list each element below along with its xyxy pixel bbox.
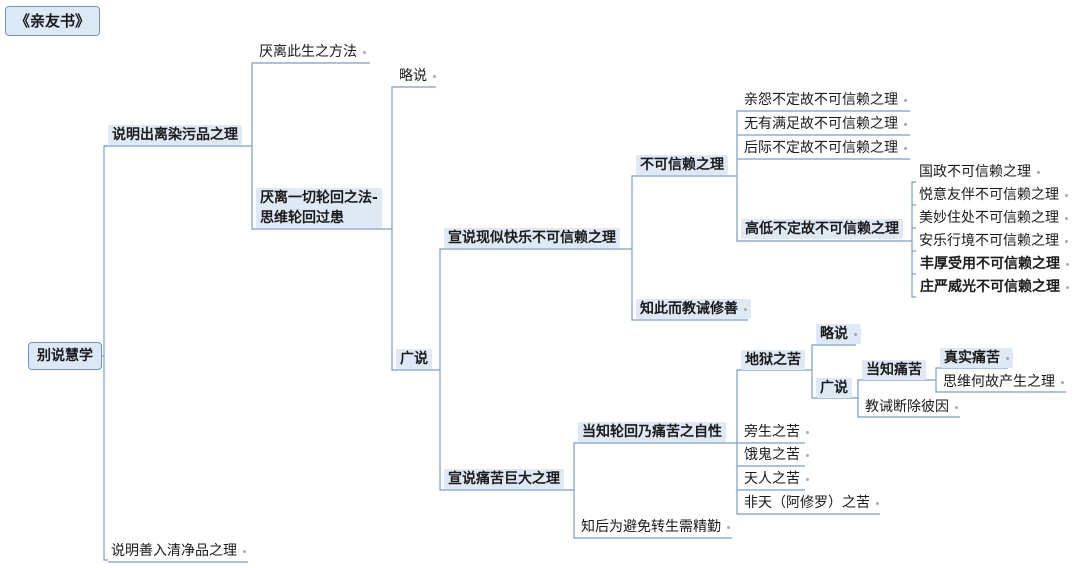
node-l3-brief[interactable]: 略说 (396, 66, 439, 86)
node-label: 广说 (820, 380, 848, 396)
node-l3-detail[interactable]: 广说 (396, 349, 432, 369)
node-label: 悦意友伴不可信赖之理 (919, 187, 1059, 203)
node-l2-this-life[interactable]: 厌离此生之方法 (256, 42, 369, 62)
node-realm-animal[interactable]: 旁生之苦 (741, 422, 812, 442)
node-label: 后际不定故不可信赖之理 (744, 140, 898, 156)
collapse-dot-icon (243, 549, 246, 553)
node-label: 国政不可信赖之理 (919, 164, 1031, 180)
node-l7-dwelling[interactable]: 美妙住处不可信赖之理 (916, 208, 1071, 228)
node-label: 不可信赖之理 (640, 157, 724, 173)
collapse-dot-icon (854, 332, 857, 336)
node-label: 教诫断除彼因 (865, 399, 949, 415)
node-realm-god[interactable]: 天人之苦 (741, 469, 812, 489)
collapse-dot-icon (955, 405, 958, 409)
collapse-dot-icon (1066, 285, 1069, 289)
node-label: 安乐行境不可信赖之理 (919, 233, 1059, 249)
node-label: 美妙住处不可信赖之理 (919, 210, 1059, 226)
node-label: 亲怨不定故不可信赖之理 (744, 92, 898, 108)
node-label: 庄严威光不可信赖之理 (920, 279, 1060, 295)
node-label: 知此而教诫修善 (640, 301, 738, 317)
node-label: 非天（阿修罗）之苦 (744, 495, 870, 511)
node-l7-state[interactable]: 国政不可信赖之理 (916, 162, 1043, 182)
node-label: 说明出离染污品之理 (112, 127, 238, 143)
node-hell-cut[interactable]: 教诫断除彼因 (862, 397, 961, 417)
node-l6-high-low[interactable]: 高低不定故不可信赖之理 (741, 219, 903, 239)
collapse-dot-icon (806, 477, 809, 481)
node-label: 厌离一切轮回之法- (260, 190, 378, 206)
node-hell-detail[interactable]: 广说 (816, 378, 852, 398)
node-realm-ghost[interactable]: 饿鬼之苦 (741, 445, 812, 465)
node-l7-splendor[interactable]: 庄严威光不可信赖之理 (916, 277, 1073, 297)
node-label: 思维何故产生之理 (943, 374, 1055, 390)
node-label: 地狱之苦 (745, 352, 801, 368)
node-label: 真实痛苦 (944, 350, 1000, 366)
collapse-dot-icon (1065, 216, 1068, 220)
root-node[interactable]: 别说慧学 (28, 342, 102, 370)
collapse-dot-icon (1006, 356, 1009, 360)
node-l6-friend-foe[interactable]: 亲怨不定故不可信赖之理 (741, 90, 910, 110)
collapse-dot-icon (1065, 193, 1068, 197)
collapse-dot-icon (1037, 170, 1040, 174)
node-label: 厌离此生之方法 (259, 44, 357, 60)
collapse-dot-icon (744, 307, 747, 311)
collapse-dot-icon (727, 525, 730, 529)
node-label: 说明善入清净品之理 (111, 543, 237, 559)
node-hell-think[interactable]: 思维何故产生之理 (940, 372, 1067, 392)
node-label: 天人之苦 (744, 471, 800, 487)
collapse-dot-icon (363, 50, 366, 54)
collapse-dot-icon (433, 74, 436, 78)
node-l6-insatiable[interactable]: 无有满足故不可信赖之理 (741, 114, 910, 134)
node-realm-asura[interactable]: 非天（阿修罗）之苦 (741, 493, 882, 513)
node-hell[interactable]: 地狱之苦 (741, 350, 805, 370)
node-l4-pleasure[interactable]: 宣说现似快乐不可信赖之理 (444, 228, 620, 248)
collapse-dot-icon (904, 122, 907, 126)
node-label: 当知痛苦 (866, 362, 922, 378)
node-label: 饿鬼之苦 (744, 447, 800, 463)
node-l7-objects[interactable]: 安乐行境不可信赖之理 (916, 231, 1071, 251)
node-label-line2: 思维轮回过患 (260, 210, 344, 226)
collapse-dot-icon (1066, 262, 1069, 266)
node-label: 略说 (399, 68, 427, 84)
node-l6-afterlife[interactable]: 后际不定故不可信赖之理 (741, 138, 910, 158)
node-hell-know[interactable]: 当知痛苦 (862, 360, 926, 380)
node-label: 知后为避免转生需精勤 (581, 519, 721, 535)
collapse-dot-icon (904, 146, 907, 150)
node-label: 当知轮回乃痛苦之自性 (582, 424, 722, 440)
collapse-dot-icon (806, 430, 809, 434)
node-l7-companions[interactable]: 悦意友伴不可信赖之理 (916, 185, 1071, 205)
node-l2-samsara[interactable]: 厌离一切轮回之法- 思维轮回过患 (256, 188, 382, 228)
node-label: 高低不定故不可信赖之理 (745, 221, 899, 237)
node-l7-wealth[interactable]: 丰厚受用不可信赖之理 (916, 254, 1073, 274)
node-label: 旁生之苦 (744, 424, 800, 440)
node-l1-defiled[interactable]: 说明出离染污品之理 (108, 125, 242, 145)
node-l4-suffering[interactable]: 宣说痛苦巨大之理 (444, 469, 564, 489)
node-l5-unreliable[interactable]: 不可信赖之理 (636, 155, 728, 175)
collapse-dot-icon (1061, 380, 1064, 384)
node-label: 丰厚受用不可信赖之理 (920, 256, 1060, 272)
node-l5-virtue[interactable]: 知此而教诫修善 (636, 299, 751, 319)
collapse-dot-icon (806, 453, 809, 457)
node-label: 宣说现似快乐不可信赖之理 (448, 230, 616, 246)
node-label: 宣说痛苦巨大之理 (448, 471, 560, 487)
node-hell-real[interactable]: 真实痛苦 (940, 348, 1013, 368)
collapse-dot-icon (1065, 239, 1068, 243)
node-label: 略说 (820, 326, 848, 342)
node-hell-brief[interactable]: 略说 (816, 324, 861, 344)
node-l5-nature[interactable]: 当知轮回乃痛苦之自性 (578, 422, 726, 442)
node-label: 广说 (400, 351, 428, 367)
map-title: 《亲友书》 (5, 6, 100, 36)
collapse-dot-icon (876, 501, 879, 505)
collapse-dot-icon (904, 98, 907, 102)
node-label: 无有满足故不可信赖之理 (744, 116, 898, 132)
node-l1-pure[interactable]: 说明善入清净品之理 (108, 541, 249, 561)
node-l5-diligence[interactable]: 知后为避免转生需精勤 (578, 517, 733, 537)
